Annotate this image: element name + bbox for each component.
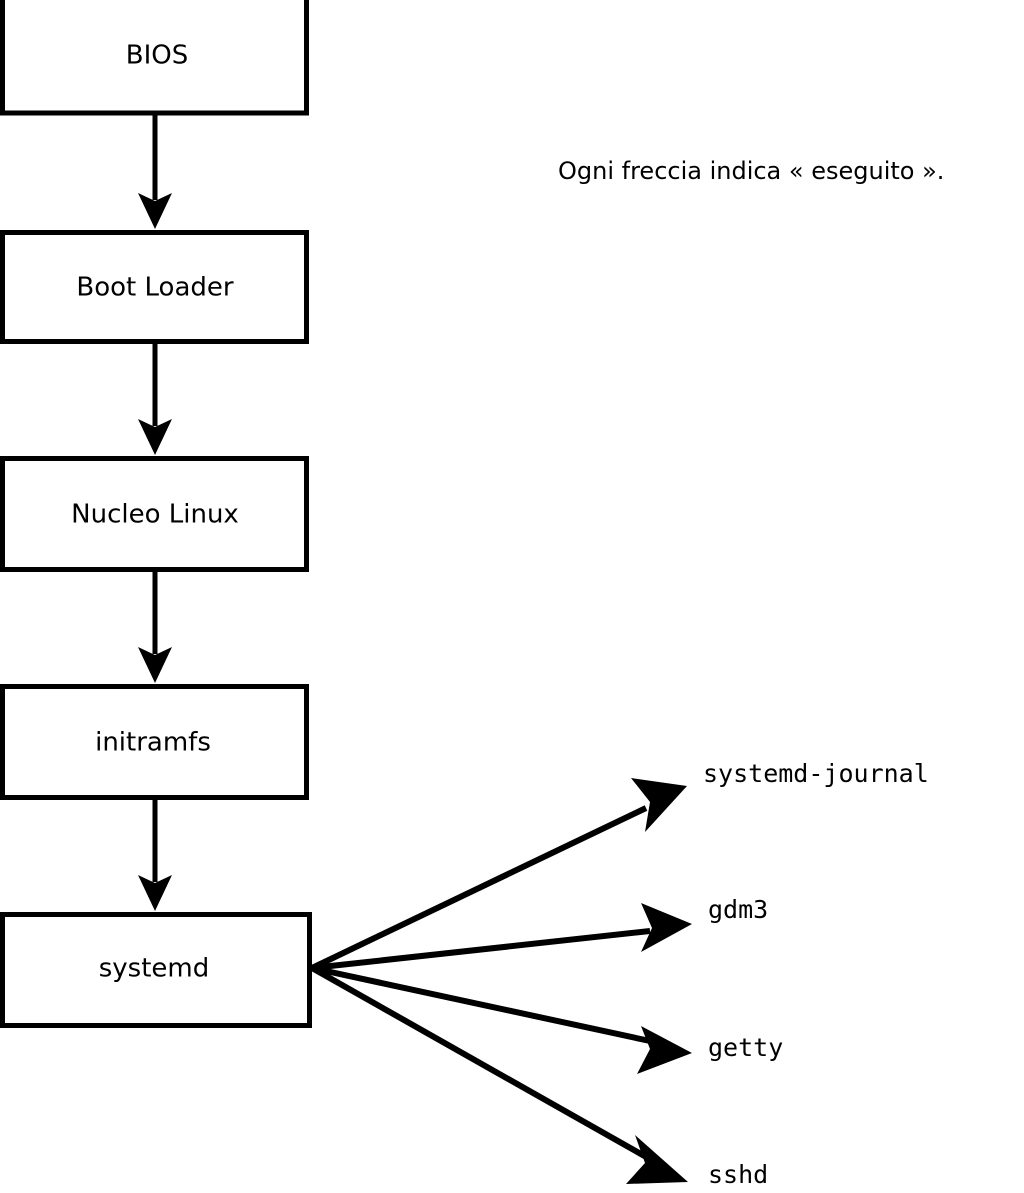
service-label-gdm3: gdm3: [708, 895, 768, 924]
flow-arrow-initramfs-to-systemd: [138, 800, 172, 911]
flow-arrows-group: [138, 113, 172, 911]
service-label-getty: getty: [708, 1033, 783, 1062]
fanout-arrow-systemd-journal-line: [310, 805, 648, 971]
fanout-arrow-systemd-journal-head: [631, 778, 687, 832]
stage-box-boot-loader[interactable]: Boot Loader: [0, 230, 309, 344]
fanout-arrow-getty: [311, 965, 692, 1074]
diagram-caption: Ogni freccia indica « eseguito ».: [558, 157, 944, 185]
fanout-arrows-group: [310, 778, 692, 1184]
flow-arrow-nucleo-to-initramfs-head: [138, 647, 172, 683]
flow-arrow-boot-loader-to-nucleo: [138, 344, 172, 455]
stage-box-bios[interactable]: BIOS: [0, 0, 309, 116]
stage-box-bios-rect: [0, 0, 309, 116]
flow-arrow-nucleo-to-initramfs: [138, 572, 172, 683]
fanout-arrow-sshd-head: [626, 1135, 688, 1184]
stage-box-bios-label: BIOS: [126, 41, 188, 71]
flow-arrow-bios-to-boot-loader-head: [138, 193, 172, 229]
stage-box-nucleo-linux-label: Nucleo Linux: [71, 500, 239, 530]
fanout-arrow-gdm3-line: [311, 928, 651, 971]
stage-box-systemd[interactable]: systemd: [0, 912, 312, 1028]
fanout-arrow-getty-head: [637, 1026, 692, 1074]
fanout-arrow-systemd-journal: [310, 778, 687, 971]
service-label-sshd: sshd: [708, 1160, 768, 1189]
stage-box-initramfs-rect: [0, 684, 309, 800]
fanout-arrow-gdm3-head: [641, 903, 692, 952]
fanout-arrow-sshd-line: [310, 965, 650, 1161]
fanout-arrow-sshd: [310, 965, 688, 1184]
flow-arrow-boot-loader-to-nucleo-head: [138, 419, 172, 455]
stage-box-nucleo-linux-rect: [0, 456, 309, 572]
stage-box-initramfs-label: initramfs: [95, 728, 211, 758]
fanout-arrow-getty-line: [311, 965, 651, 1044]
service-label-systemd-journal: systemd-journal: [703, 759, 929, 788]
flow-arrow-bios-to-boot-loader: [138, 113, 172, 229]
fanout-arrow-gdm3: [311, 903, 692, 971]
stage-box-initramfs[interactable]: initramfs: [0, 684, 309, 800]
service-labels-group: systemd-journal gdm3 getty sshd: [703, 759, 929, 1189]
stage-box-systemd-label: systemd: [99, 954, 210, 984]
stage-box-boot-loader-label: Boot Loader: [76, 273, 233, 303]
stage-box-systemd-rect: [0, 912, 312, 1028]
stage-box-boot-loader-rect: [0, 230, 309, 344]
stage-boxes-group: BIOS Boot Loader Nucleo Linux initramfs …: [0, 0, 312, 1028]
flow-arrow-initramfs-to-systemd-head: [138, 875, 172, 911]
stage-box-nucleo-linux[interactable]: Nucleo Linux: [0, 456, 309, 572]
